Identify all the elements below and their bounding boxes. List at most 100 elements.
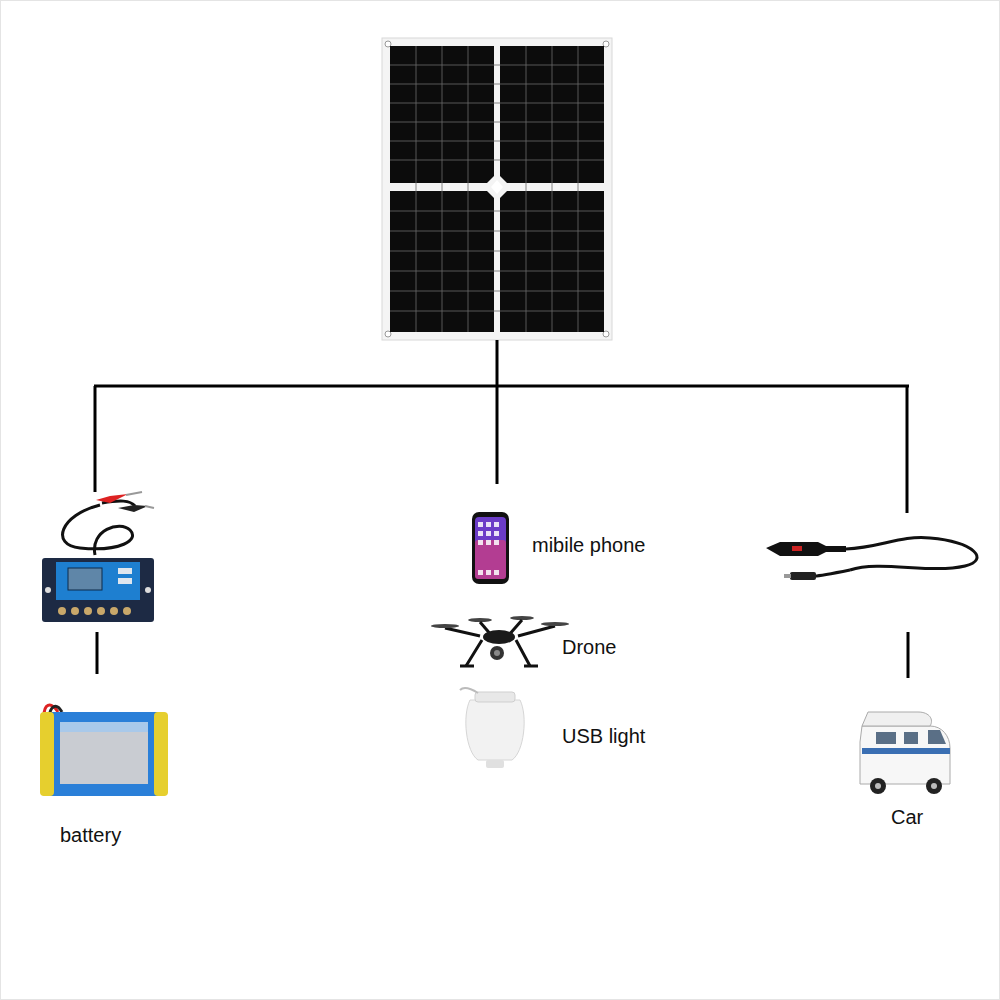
solar-panel-part-part: [416, 46, 417, 332]
solar-panel-part-part: [390, 141, 604, 142]
drone-icon-part: [490, 646, 504, 660]
solar-panel-part: [390, 46, 604, 332]
wiring-part: [907, 632, 910, 678]
battery-pack-part: [154, 712, 168, 796]
solar-panel-part-part: [390, 160, 604, 161]
charge-controller-part-part: [84, 607, 92, 615]
car-charger-cable-part: [846, 538, 977, 570]
clamp-cable-part: [126, 492, 142, 495]
solar-panel-part-part: [390, 65, 604, 66]
charge-controller-part-part: [123, 607, 131, 615]
charge-controller-part: [42, 558, 154, 622]
drone-icon-part: [494, 650, 500, 656]
wiring-part: [94, 386, 97, 492]
charge-controller-part: [118, 568, 132, 574]
phone-icon-part: [475, 540, 506, 579]
rv-icon-part: [926, 778, 942, 794]
car-charger-cable-part: [790, 572, 816, 580]
phone-icon-part-part: [486, 570, 491, 575]
solar-panel-part-part: [552, 46, 553, 332]
device-label: Drone: [562, 635, 616, 659]
solar-panel-part-part: [390, 231, 604, 232]
rv-icon-part: [904, 732, 918, 744]
usb-light-icon-part: [486, 760, 504, 768]
solar-panel-part-part: [390, 84, 604, 85]
phone-icon-part: [478, 522, 499, 575]
rv-icon-part: [875, 783, 881, 789]
rv-icon-part: [931, 783, 937, 789]
rv-icon-part: [862, 712, 932, 726]
charge-controller-part-part: [97, 607, 105, 615]
drone-icon-part: [541, 622, 569, 626]
phone-icon-part-part: [478, 540, 483, 545]
wiring-part: [906, 386, 909, 513]
charge-controller-part-part: [71, 607, 79, 615]
drone-icon-part: [445, 628, 480, 636]
charge-controller-part-part: [58, 607, 66, 615]
solar-panel-part-part: [578, 46, 579, 332]
drone-icon-part: [460, 665, 538, 668]
car-charger-cable: [766, 538, 977, 580]
battery-pack-part: [40, 712, 168, 796]
battery-pack: [40, 705, 168, 796]
phone-icon-part-part: [494, 531, 499, 536]
solar-panel: [382, 38, 612, 340]
charge-controller-part: [58, 607, 131, 615]
car-charger-cable-part: [815, 570, 850, 576]
charge-controller: [42, 558, 154, 622]
wiring: [94, 340, 909, 678]
charge-controller-part: [56, 562, 140, 600]
charge-controller-part: [45, 587, 51, 593]
drone-icon-part: [518, 626, 555, 636]
rv-icon-part: [870, 778, 886, 794]
car-charger-cable-part: [784, 574, 791, 578]
rv-icon-part: [860, 726, 950, 784]
car-charger-cable-part: [766, 542, 846, 556]
clamp-cable-part: [63, 505, 133, 555]
wiring-part: [94, 385, 909, 388]
phone-icon-part-part: [494, 570, 499, 575]
phone-icon-part-part: [486, 540, 491, 545]
solar-panel-part-part: [468, 46, 469, 332]
car-charger-cable-part: [792, 546, 802, 551]
rv-icon: [860, 712, 950, 794]
phone-icon-part-part: [478, 570, 483, 575]
drone-icon-part: [466, 640, 530, 666]
phone-icon: [472, 512, 509, 584]
device-label: mibile phone: [532, 533, 645, 557]
phone-icon-part-part: [486, 522, 491, 527]
usb-light-icon: [460, 688, 524, 768]
wiring-part: [496, 386, 499, 484]
solar-panel-part-part: [390, 251, 604, 252]
rv-icon-part: [928, 730, 946, 744]
solar-panel-part-part: [442, 46, 443, 332]
charge-controller-part: [145, 587, 151, 593]
wiring-part: [496, 340, 499, 386]
charge-controller-part: [118, 578, 132, 584]
phone-icon-part-part: [478, 522, 483, 527]
drone-icon-part: [510, 616, 534, 620]
phone-icon-part-part: [486, 531, 491, 536]
clamp-cable-part: [118, 505, 148, 512]
usb-light-icon-part: [466, 700, 524, 760]
drone-icon-part: [431, 624, 459, 628]
usb-light-icon-part: [460, 688, 478, 693]
solar-panel-part-part: [390, 103, 604, 104]
battery-pack-part: [60, 722, 148, 732]
solar-panel-part-part: [390, 291, 604, 292]
clamp-cable-part: [96, 494, 128, 503]
drone-icon: [431, 616, 569, 666]
device-label: Car: [891, 805, 923, 829]
device-label: battery: [60, 823, 121, 847]
device-label: USB light: [562, 724, 645, 748]
phone-icon-part: [475, 517, 506, 579]
drone-icon-part: [483, 630, 515, 644]
charge-controller-part: [68, 568, 102, 590]
phone-icon-part: [472, 512, 509, 584]
solar-panel-part-part: [390, 311, 604, 312]
usb-light-icon-part: [475, 692, 515, 702]
solar-panel-part-part: [390, 122, 604, 123]
